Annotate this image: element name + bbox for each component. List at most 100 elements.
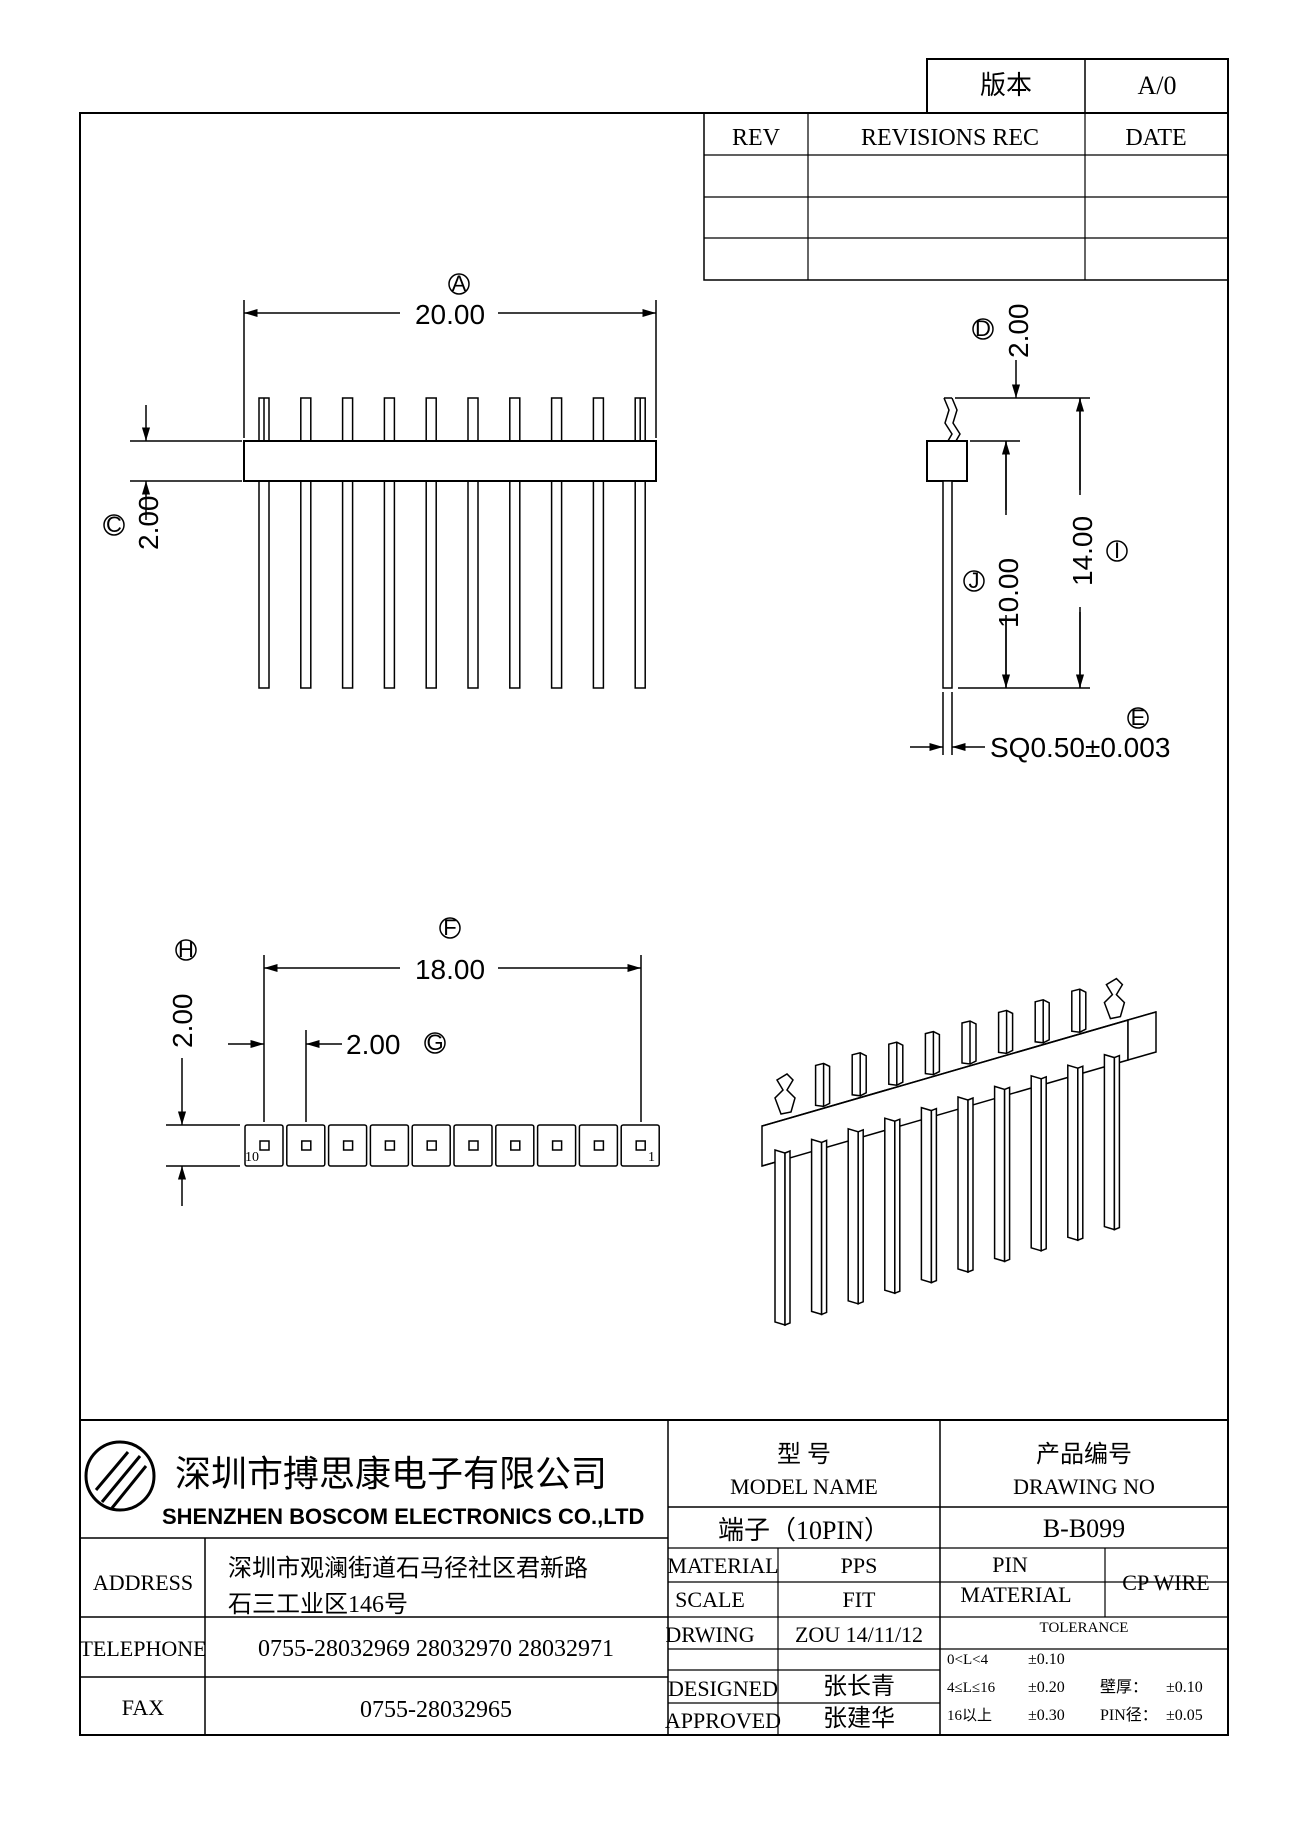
version-box: 版本 A/0 [926, 58, 1229, 114]
drawing-value: ZOU 14/11/12 [795, 1622, 923, 1647]
pin-material-label-1: PIN [992, 1552, 1028, 1577]
pin-number-left: 10 [245, 1150, 259, 1165]
sheet-border [79, 112, 1229, 1736]
approved-label: APPROVED [665, 1708, 781, 1733]
dimension-a-value: 20.00 [415, 299, 485, 330]
tolerance-range: 4≤L≤16 [947, 1680, 996, 1696]
drawing-no-value: B-B099 [1043, 1514, 1125, 1543]
top-view-cell [578, 1124, 619, 1167]
dimension-i-value: 14.00 [1067, 516, 1098, 586]
designed-value: 张长青 [823, 1673, 895, 1700]
top-view-cell [244, 1124, 284, 1167]
model-name-en: MODEL NAME [730, 1474, 878, 1499]
tolerance-value: ±0.20 [1028, 1679, 1065, 1696]
isometric-pin [847, 1052, 867, 1305]
svg-text:I: I [1114, 538, 1120, 563]
tolerance-value: ±0.30 [1028, 1707, 1065, 1724]
telephone-label: TELEPHONE [79, 1636, 206, 1661]
drawing-label: DRWING [665, 1622, 754, 1647]
top-view-cell [620, 1124, 660, 1167]
isometric-pin [1103, 977, 1126, 1231]
top-view [166, 955, 660, 1206]
svg-text:J: J [969, 568, 980, 593]
svg-text:F: F [443, 915, 456, 940]
top-view-cell [327, 1124, 368, 1167]
version-value: A/0 [1138, 71, 1177, 100]
top-view-cell [286, 1124, 326, 1167]
marker-a: A [448, 271, 470, 296]
version-label: 版本 [980, 71, 1032, 100]
company-logo [84, 1440, 156, 1512]
top-view-cell [536, 1124, 577, 1167]
isometric-view [761, 977, 1157, 1327]
dimension-h-value: 2.00 [167, 994, 198, 1049]
dimension-c-value: 2.00 [133, 496, 164, 551]
tolerance-row: 4≤L≤16 ±0.20 壁厚： ±0.10 [947, 1677, 1203, 1696]
address-label: ADDRESS [93, 1570, 193, 1595]
model-name-cn: 型 号 [777, 1441, 831, 1468]
svg-text:A: A [452, 271, 467, 296]
dimension-g-value: 2.00 [346, 1029, 401, 1060]
top-view-cells [244, 1124, 660, 1167]
marker-g: G [424, 1030, 446, 1055]
revision-table: REV REVISIONS REC DATE [703, 112, 1229, 281]
pin-material-value: CP WIRE [1122, 1570, 1209, 1595]
telephone-value: 0755-28032969 28032970 28032971 [258, 1636, 614, 1662]
drawing-no-en: DRAWING NO [1013, 1474, 1155, 1499]
side-view-housing [926, 440, 968, 482]
tolerance-table: 0<L<4 ±0.10 4≤L≤16 ±0.20 壁厚： ±0.10 16以上 ±0.30 PI… [947, 1651, 1203, 1724]
rev-header: REV [732, 125, 781, 151]
isometric-pin [1030, 999, 1050, 1252]
tolerance-extra-label: PIN径： [1100, 1706, 1158, 1724]
front-view-housing [243, 440, 657, 482]
fax-value: 0755-28032965 [360, 1697, 512, 1723]
isometric-pin [810, 1062, 831, 1316]
pin-number-right: 1 [648, 1150, 655, 1165]
address-line-1: 深圳市观澜街道石马径社区君新路 [228, 1555, 588, 1582]
isometric-pin [957, 1020, 977, 1274]
svg-text:D: D [975, 316, 991, 341]
dimension-d-value: 2.00 [1003, 304, 1034, 359]
marker-h: H [175, 937, 197, 962]
isometric-pins [774, 977, 1126, 1327]
scale-value: FIT [843, 1587, 877, 1612]
marker-i: I [1106, 538, 1128, 563]
date-header: DATE [1125, 125, 1186, 151]
marker-e: E [1127, 705, 1149, 730]
front-view [130, 300, 657, 689]
tolerance-range: 0<L<4 [947, 1652, 989, 1668]
isometric-pin [884, 1041, 904, 1295]
isometric-pin [920, 1030, 941, 1284]
dimension-f-value: 18.00 [415, 954, 485, 985]
revisions-rec-header: REVISIONS REC [861, 125, 1039, 151]
side-view-pin-tail [942, 480, 953, 689]
approved-value: 张建华 [823, 1705, 895, 1732]
tolerance-value: ±0.10 [1028, 1651, 1065, 1668]
tolerance-range: 16以上 [947, 1707, 992, 1724]
drawing-no-cn: 产品编号 [1036, 1441, 1132, 1468]
marker-j: J [963, 568, 985, 593]
tolerance-row: 0<L<4 ±0.10 [947, 1651, 1065, 1668]
top-view-cell [369, 1124, 410, 1167]
designed-label: DESIGNED [668, 1676, 778, 1701]
tolerance-extra-label: 壁厚： [1100, 1677, 1148, 1696]
isometric-pin [1067, 988, 1087, 1242]
tolerance-label: TOLERANCE [1040, 1620, 1129, 1636]
address-line-2: 石三工业区146号 [228, 1591, 408, 1618]
svg-text:H: H [178, 937, 194, 962]
company-name-cn: 深圳市搏思康电子有限公司 [175, 1454, 607, 1494]
svg-text:C: C [106, 512, 122, 537]
isometric-pin [993, 1009, 1014, 1263]
svg-text:G: G [426, 1030, 443, 1055]
material-label: MATERIAL [667, 1553, 778, 1578]
title-block [80, 1419, 1228, 1735]
pin-material-label-2: MATERIAL [960, 1582, 1071, 1607]
tolerance-extra-value: ±0.10 [1166, 1679, 1203, 1696]
material-value: PPS [841, 1553, 878, 1578]
dimension-j-value: 10.00 [993, 558, 1024, 628]
marker-c: C [103, 512, 125, 537]
tolerance-extra-value: ±0.05 [1166, 1707, 1203, 1724]
model-value: 端子（10PIN） [718, 1516, 890, 1545]
scale-label: SCALE [675, 1587, 745, 1612]
